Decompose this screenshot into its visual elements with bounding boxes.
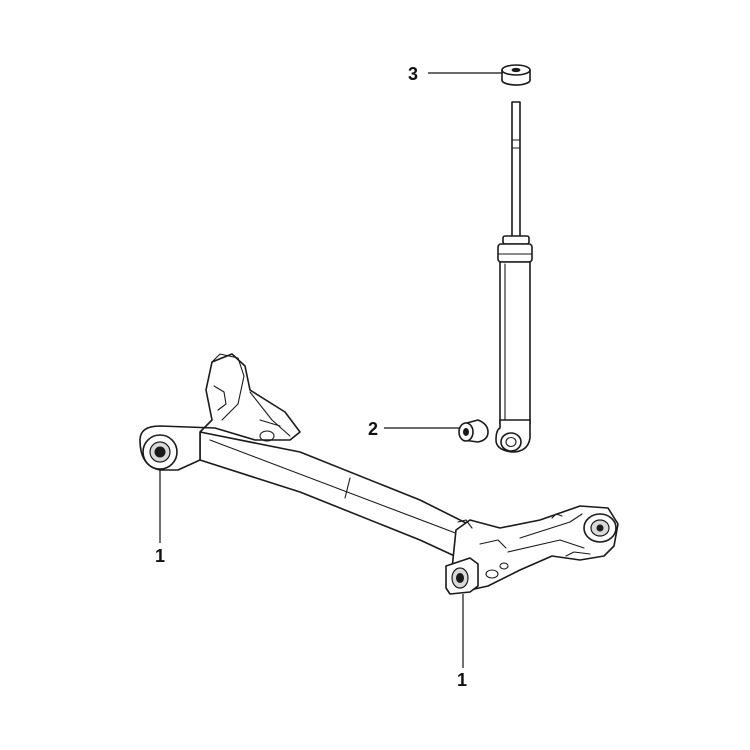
- callout-3: 3: [408, 64, 418, 84]
- rear-axle-beam: [139, 353, 619, 595]
- lower-shock-bushing: [458, 419, 489, 443]
- callout-2: 2: [368, 419, 378, 439]
- shock-absorber: [495, 101, 533, 453]
- upper-mount-washer: [501, 64, 531, 86]
- callout-1-right: 1: [457, 670, 467, 690]
- leader-lines: [159, 72, 502, 668]
- callout-1-left: 1: [155, 546, 165, 566]
